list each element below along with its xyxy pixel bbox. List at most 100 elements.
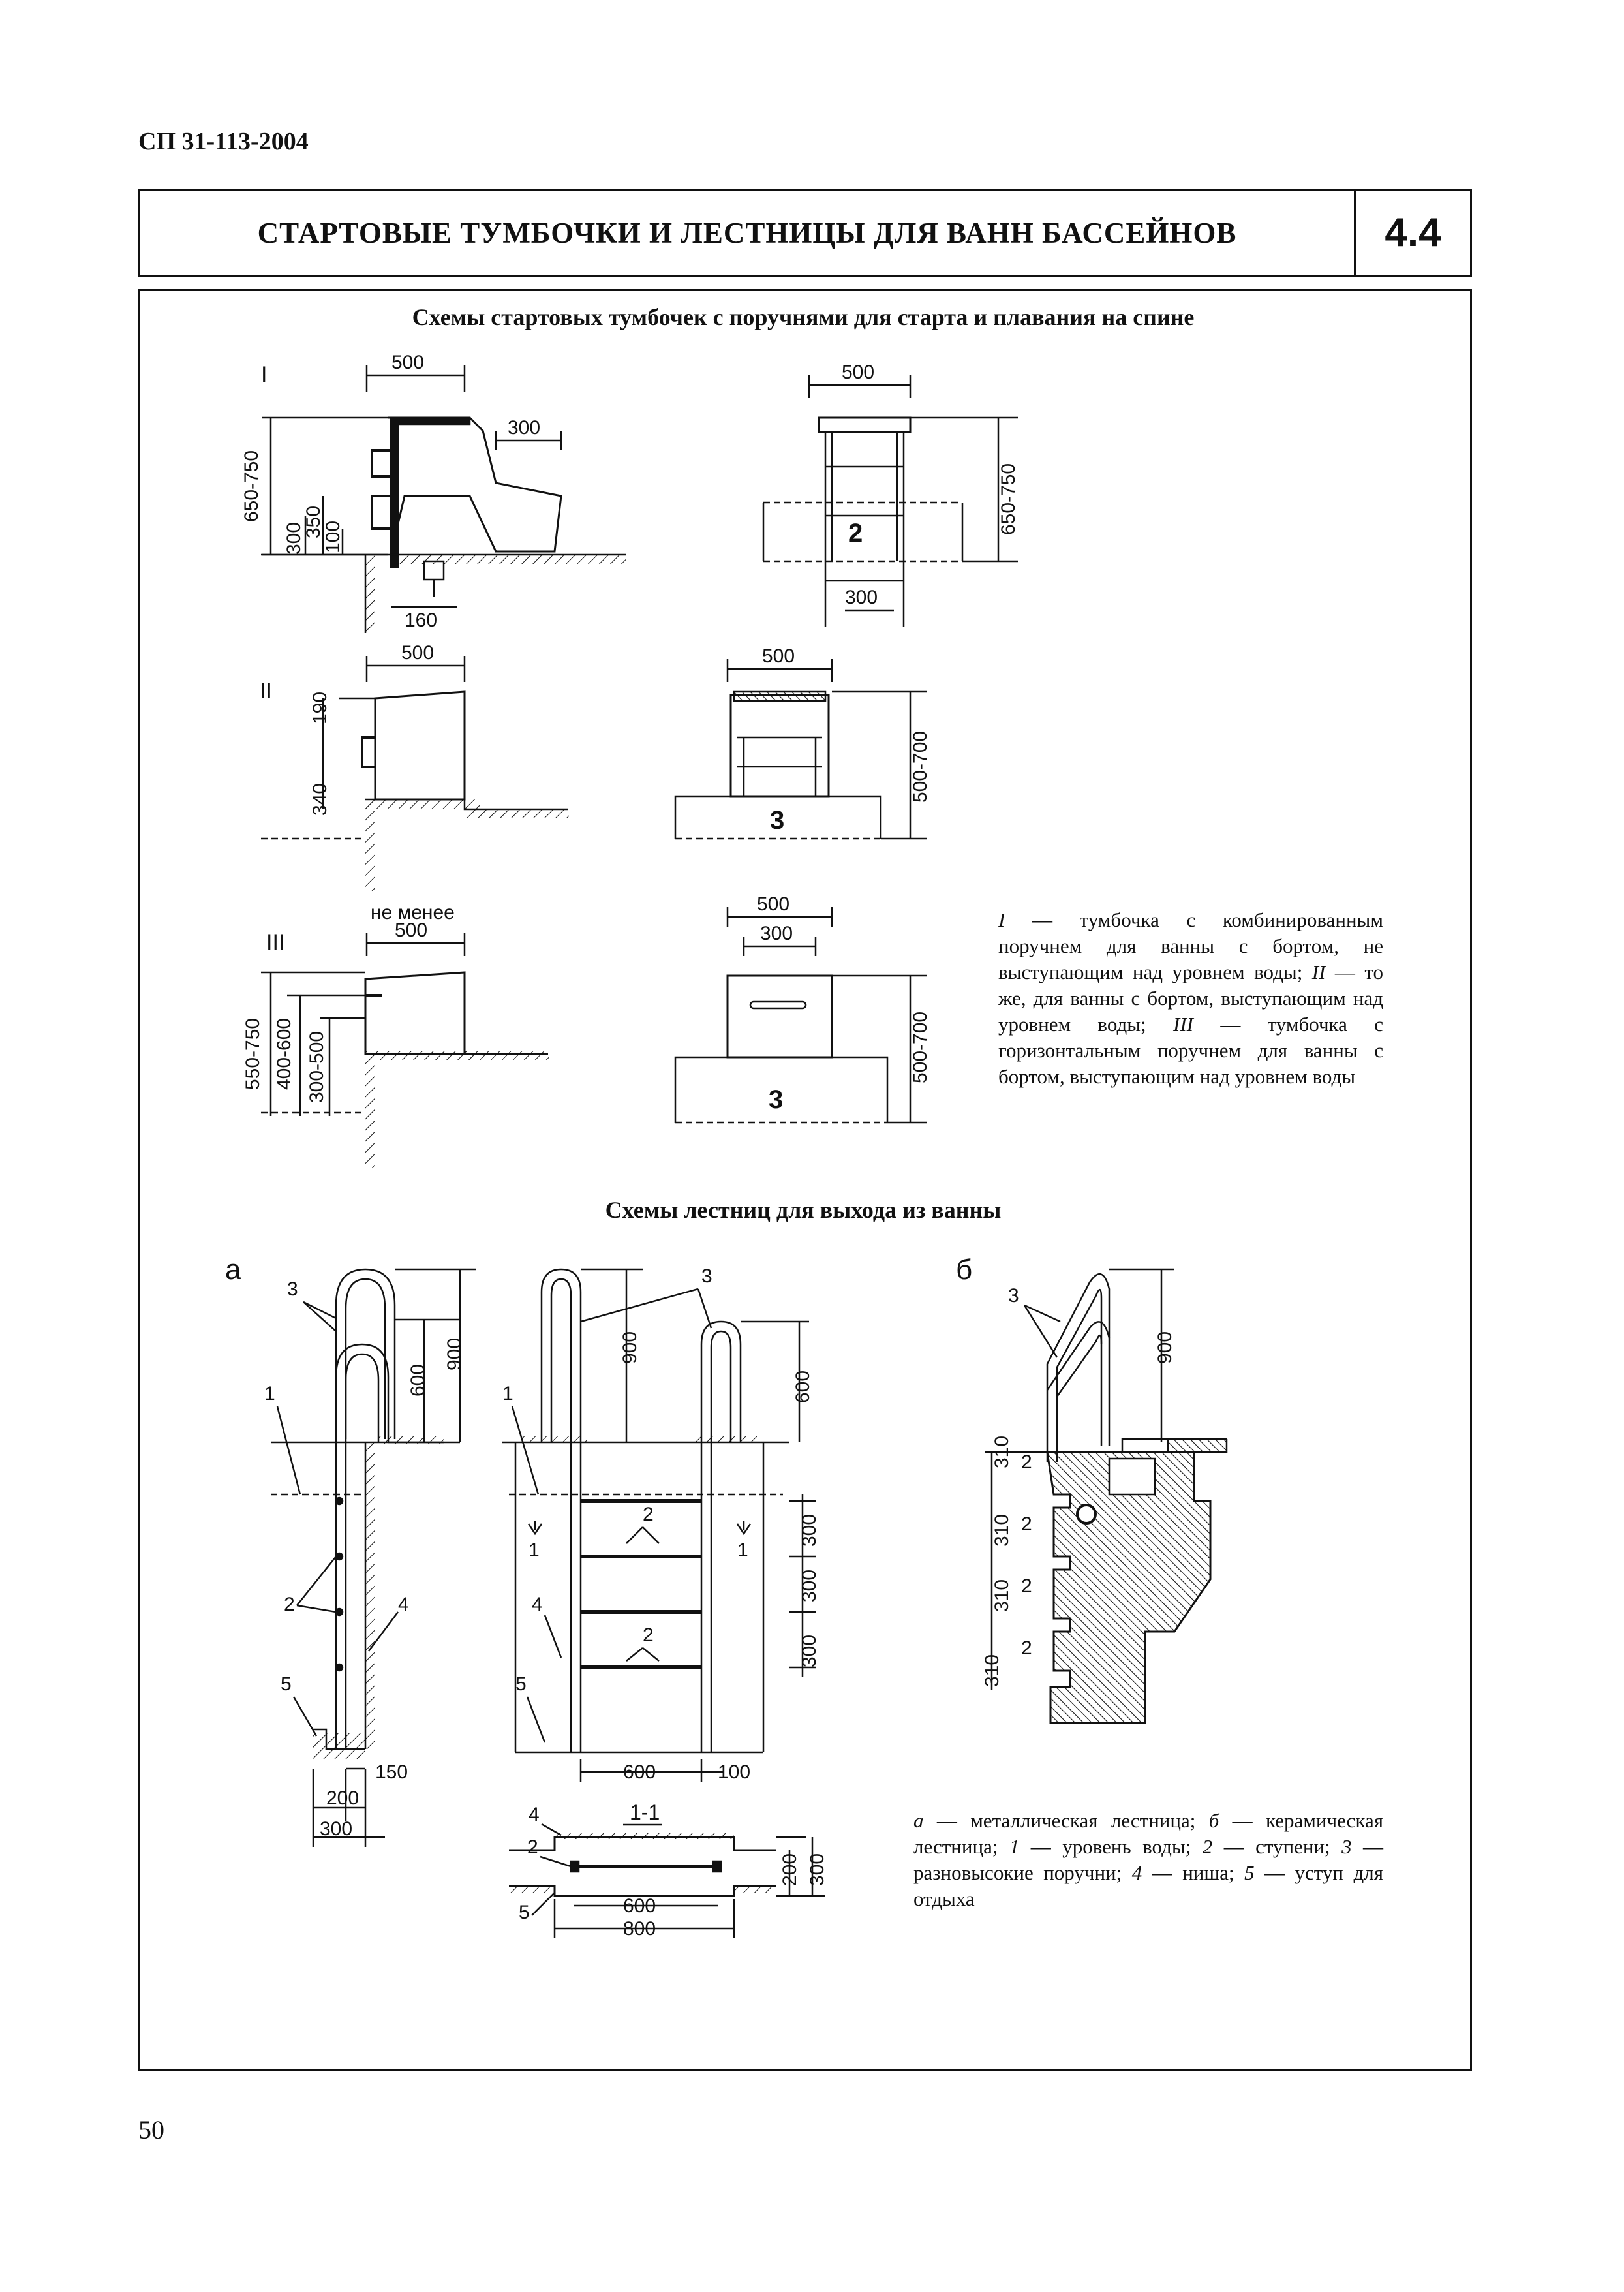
- ceramic-ladder-side-view: б 900 3 310 310 310 310 2 2 2 2: [956, 1254, 1228, 1724]
- dim-340: 340: [309, 783, 331, 816]
- block-type-I-side-view: I 500 300 160 650-750 300 350 100: [241, 352, 626, 633]
- dim-300: 300: [508, 417, 540, 439]
- legend-text: — ступени;: [1212, 1835, 1342, 1858]
- dim-300: 300: [283, 522, 305, 555]
- roman-label: II: [260, 679, 272, 704]
- blocks-heading: Схемы стартовых тумбочек с поручнями для…: [412, 304, 1195, 330]
- section-marker: 3: [769, 1085, 783, 1114]
- dim-550-750: 550-750: [242, 1018, 264, 1090]
- dim-100: 100: [718, 1761, 750, 1783]
- block-type-I-front-view: 500 2 650-750 300: [762, 362, 1019, 627]
- label-2: 2: [1021, 1575, 1032, 1597]
- dim-650-750: 650-750: [241, 450, 262, 522]
- label-4: 4: [532, 1594, 543, 1615]
- dim-300: 300: [845, 587, 878, 608]
- label-5: 5: [519, 1902, 530, 1923]
- legend-mark: 4: [1131, 1861, 1142, 1884]
- legend-text: — то же, для ванны с бортом, выступающим…: [998, 961, 1384, 1036]
- legend-mark: 5: [1244, 1861, 1255, 1884]
- legend-mark: 1: [1009, 1835, 1020, 1858]
- block-type-III-side-view: III не менее 500 550-750 400-600 300-500: [242, 902, 549, 1168]
- label-5: 5: [515, 1673, 527, 1695]
- dim-310: 310: [991, 1579, 1013, 1612]
- legend-text: — разновысокие поручни;: [913, 1835, 1383, 1884]
- dim-500: 500: [391, 352, 424, 373]
- label-2: 2: [527, 1836, 538, 1858]
- dim-600: 600: [623, 1761, 656, 1783]
- block-type-III-front-view: 500 300 3 500-700: [674, 893, 931, 1124]
- dim-200: 200: [326, 1788, 359, 1809]
- dim-300: 300: [799, 1570, 820, 1602]
- section-marker: 3: [770, 806, 784, 835]
- dim-300: 300: [799, 1635, 820, 1667]
- variant-letter: б: [956, 1254, 972, 1286]
- label-1: 1: [737, 1540, 748, 1561]
- dim-500: 500: [401, 642, 434, 664]
- section-1-1: 1-1 4 2 5 200 300 600 800: [509, 1801, 828, 1940]
- blocks-legend: I — тумбочка с комбинированным поручнем …: [998, 907, 1383, 1090]
- dim-650-750: 650-750: [998, 463, 1019, 535]
- legend-text: — тумбочка с комбинированным поручнем дл…: [998, 908, 1383, 983]
- legend-text: — тумбочка с горизонтальным поручнем для…: [998, 1013, 1383, 1088]
- dim-190: 190: [309, 692, 331, 724]
- title-divider: [1354, 191, 1356, 275]
- legend-text: — ниша;: [1142, 1861, 1245, 1884]
- dim-300: 300: [799, 1514, 820, 1547]
- label-2: 2: [643, 1624, 654, 1646]
- metal-ladder-side-view: а 600 900 3 1 2 4 5 150 200: [225, 1254, 476, 1847]
- page-title: СТАРТОВЫЕ ТУМБОЧКИ И ЛЕСТНИЦЫ ДЛЯ ВАНН Б…: [257, 217, 1237, 249]
- dim-900: 900: [1154, 1331, 1176, 1364]
- label-3: 3: [1008, 1285, 1019, 1307]
- legend-mark: II: [1311, 961, 1326, 983]
- content-frame: [138, 289, 1472, 2071]
- dim-800: 800: [623, 1918, 656, 1940]
- label-5: 5: [281, 1673, 292, 1695]
- dim-400-600: 400-600: [273, 1018, 295, 1090]
- dim-300: 300: [760, 923, 793, 944]
- label-2: 2: [1021, 1451, 1032, 1473]
- legend-mark: 2: [1202, 1835, 1213, 1858]
- section-number: 4.4: [1385, 210, 1441, 255]
- dim-600: 600: [407, 1364, 429, 1397]
- label-1: 1: [264, 1383, 275, 1404]
- dim-310: 310: [991, 1436, 1013, 1468]
- dim-300: 300: [806, 1853, 828, 1886]
- legend-text: — уступ для отдыха: [913, 1861, 1383, 1910]
- label-2: 2: [1021, 1513, 1032, 1535]
- label-1: 1: [502, 1383, 513, 1404]
- dim-500: 500: [842, 362, 874, 383]
- dim-500-700: 500-700: [910, 731, 931, 803]
- dim-100: 100: [322, 521, 344, 553]
- block-type-II-side-view: II 500 190 340: [260, 642, 569, 891]
- dim-900: 900: [444, 1338, 465, 1371]
- ladders-legend: а — металлическая лестница; б — керамиче…: [913, 1808, 1383, 1912]
- dim-500: 500: [395, 920, 427, 941]
- page-number: 50: [138, 2115, 164, 2145]
- dim-500: 500: [757, 893, 789, 915]
- metal-ladder-front-view: 1 1 1 3 2 2 4 5 900 600 300 300 300 600 …: [502, 1265, 820, 1783]
- label-2: 2: [1021, 1637, 1032, 1659]
- section-title: 1-1: [630, 1801, 660, 1824]
- label-3: 3: [287, 1278, 298, 1300]
- label-4: 4: [529, 1804, 540, 1825]
- ladders-heading: Схемы лестниц для выхода из ванны: [605, 1197, 1002, 1223]
- dim-350: 350: [303, 506, 324, 538]
- dim-160: 160: [405, 610, 437, 631]
- legend-mark: б: [1208, 1809, 1219, 1832]
- dim-200: 200: [779, 1853, 801, 1886]
- dim-300-500: 300-500: [306, 1031, 328, 1103]
- document-code: СП 31-113-2004: [138, 128, 309, 155]
- title-frame: СТАРТОВЫЕ ТУМБОЧКИ И ЛЕСТНИЦЫ ДЛЯ ВАНН Б…: [138, 189, 1472, 277]
- label-1: 1: [529, 1540, 540, 1561]
- dim-300: 300: [320, 1818, 352, 1840]
- roman-label: I: [261, 362, 267, 387]
- dim-500-700: 500-700: [910, 1012, 931, 1083]
- label-3: 3: [701, 1265, 712, 1287]
- legend-mark: а: [913, 1809, 924, 1832]
- dim-600: 600: [792, 1371, 814, 1403]
- dim-600: 600: [623, 1895, 656, 1917]
- legend-text: — уровень воды;: [1019, 1835, 1203, 1858]
- dim-900: 900: [619, 1331, 641, 1364]
- legend-mark: 3: [1341, 1835, 1352, 1858]
